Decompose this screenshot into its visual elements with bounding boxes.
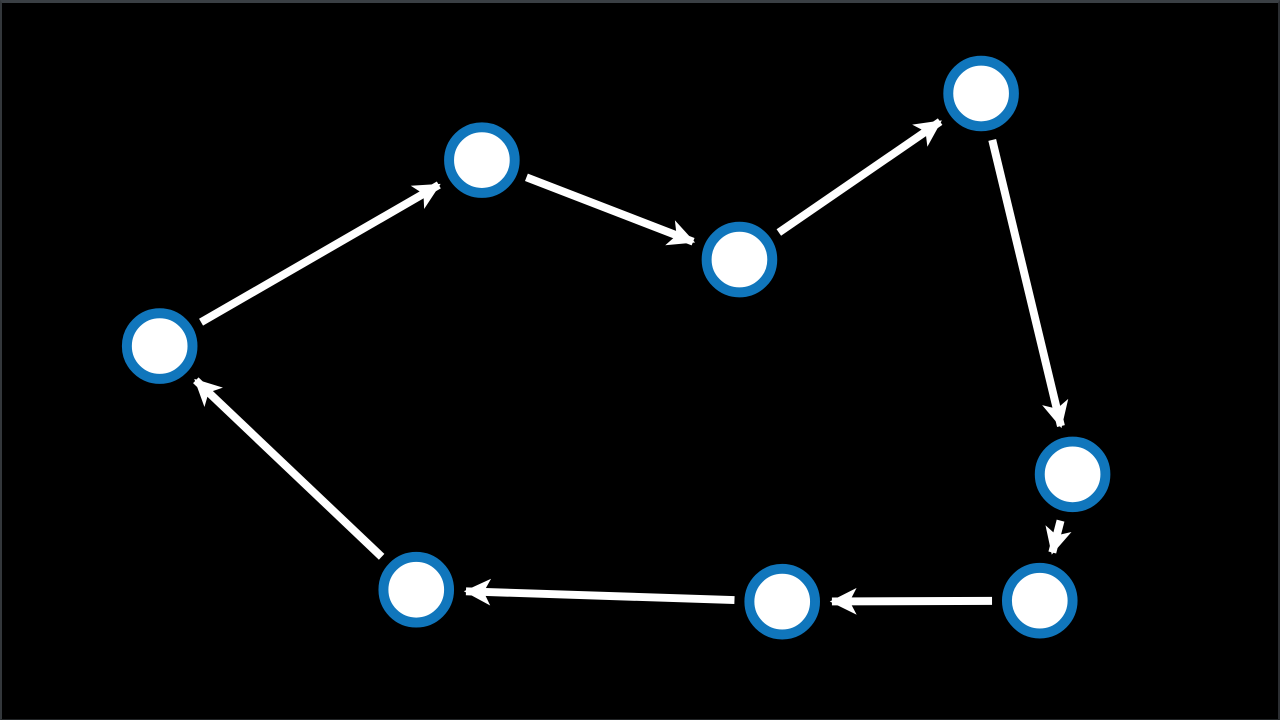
edge-arrow-top-middle-to-top-right bbox=[776, 118, 943, 236]
edge-arrow-top-left-to-top-middle bbox=[525, 173, 696, 246]
edge-arrow-right-to-bottom-right bbox=[1045, 519, 1072, 555]
graph-node-top-middle bbox=[701, 221, 778, 298]
graph-node-left bbox=[121, 308, 198, 384]
nodes-layer bbox=[121, 55, 1111, 640]
edge-arrow-bottom-left-to-left bbox=[193, 377, 385, 560]
edge-arrow-top-right-to-right bbox=[988, 139, 1069, 429]
graph-node-bottom-right bbox=[1001, 562, 1078, 639]
edge-arrow-left-to-top-left bbox=[199, 181, 441, 326]
edge-arrow-bottom-middle-to-bottom-left bbox=[463, 578, 735, 606]
graph-node-bottom-left bbox=[378, 551, 455, 628]
graph-node-bottom-middle bbox=[744, 563, 820, 640]
edge-arrow-bottom-right-to-bottom-middle bbox=[829, 587, 993, 615]
graph-node-top-right bbox=[943, 55, 1019, 132]
graph-node-top-left bbox=[444, 122, 520, 198]
graph-node-right bbox=[1034, 436, 1111, 513]
graph-svg bbox=[121, 55, 1111, 640]
edges-layer bbox=[193, 118, 1072, 615]
